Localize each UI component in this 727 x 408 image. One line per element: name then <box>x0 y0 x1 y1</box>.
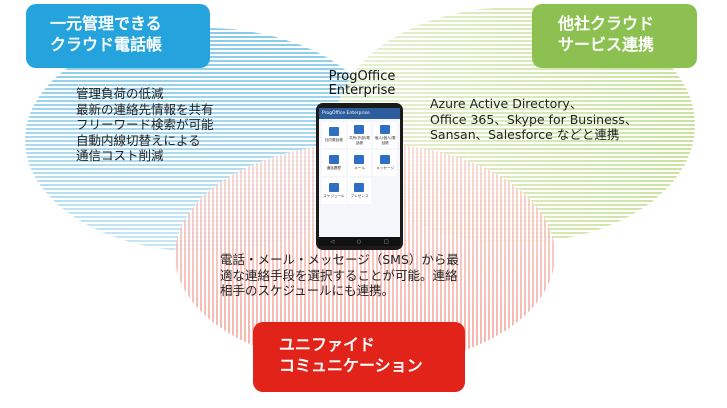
badge-line: コミュニケーション <box>279 356 423 375</box>
app-menu-tile-icon <box>380 125 391 134</box>
text-line: 相手のスケジュールにも連携。 <box>220 283 395 298</box>
badge-line: 他社クラウド <box>558 14 655 33</box>
badge-cloud-phonebook: 一元管理できる クラウド電話帳 <box>26 4 210 68</box>
badge-line: クラウド電話帳 <box>50 35 163 54</box>
right-feature-text: Azure Active Directory、 Office 365、Skype… <box>430 96 637 143</box>
recent-icon: □ <box>383 238 389 245</box>
badge-unified-communication: ユニファイド コミュニケーション <box>253 322 465 392</box>
app-menu-tile[interactable]: 個人(個人)電話帳 <box>373 122 397 148</box>
text-line: フリーワード検索が可能 <box>76 117 214 132</box>
text-line: 通信コスト削減 <box>76 148 164 163</box>
left-feature-text: 管理負荷の低減 最新の連絡先情報を共有 フリーワード検索が可能 自動内線切替えに… <box>76 86 214 164</box>
app-menu-tile[interactable]: 通話履歴 <box>322 150 346 176</box>
badge-line: 一元管理できる <box>50 14 162 33</box>
badge-line: サービス連携 <box>558 35 655 54</box>
back-icon: ◁ <box>330 238 335 245</box>
app-menu-tile-icon <box>328 155 339 165</box>
app-menu-tile-label: 通話履歴 <box>326 166 342 171</box>
app-menu-tile-label: メッセージ <box>376 166 395 171</box>
badge-line: ユニファイド <box>279 335 376 354</box>
text-line: Azure Active Directory、 <box>430 96 583 111</box>
app-menu-tile-label: プレゼンス <box>350 194 369 199</box>
app-menu-tile[interactable]: 共有(外部)電話帳 <box>347 122 372 148</box>
home-icon: ○ <box>356 238 362 245</box>
phone-nav-bar: ◁ ○ □ <box>319 237 400 246</box>
app-menu-tile[interactable]: メール <box>347 150 372 176</box>
text-line: 管理負荷の低減 <box>76 86 164 101</box>
app-menu-tile-icon <box>354 125 365 134</box>
text-line: 自動内線切替えによる <box>76 132 201 148</box>
text-line: Office 365、Skype for Business、 <box>430 111 638 127</box>
product-title: ProgOffice Enterprise <box>308 70 416 98</box>
app-menu-tile-label: メール <box>354 166 365 171</box>
app-menu-tile-icon <box>328 127 339 137</box>
circle-bottom <box>175 143 555 367</box>
app-menu-grid: 社内電話帳 共有(外部)電話帳個人(個人)電話帳通話履歴 メール メッセージスケジュー… <box>319 119 400 204</box>
app-menu-tile-label: 社内電話帳 <box>324 138 343 143</box>
app-menu-tile[interactable]: プレゼンス <box>347 178 372 204</box>
app-menu-tile-label: スケジュール <box>323 194 345 199</box>
app-menu-tile[interactable]: 社内電話帳 <box>322 122 346 148</box>
app-menu-tile-label: 共有(外部)電話帳 <box>349 136 370 145</box>
product-title-line: ProgOffice <box>328 69 396 84</box>
text-line: 最新の連絡先情報を共有 <box>76 101 214 117</box>
app-menu-tile-icon <box>354 155 365 165</box>
app-menu-tile-label: 個人(個人)電話帳 <box>374 136 396 145</box>
app-title-bar: ProgOffice Enterprise <box>319 108 400 119</box>
phone-screen: ProgOffice Enterprise 社内電話帳 共有(外部)電話帳個人(個… <box>319 108 400 246</box>
app-menu-tile[interactable]: スケジュール <box>322 178 346 204</box>
badge-cloud-service-integration: 他社クラウド サービス連携 <box>532 4 697 68</box>
text-line: Sansan、Salesforce などと連携 <box>430 127 620 142</box>
product-title-line: Enterprise <box>328 83 396 98</box>
smartphone-mockup: ProgOffice Enterprise 社内電話帳 共有(外部)電話帳個人(個… <box>316 103 403 250</box>
app-menu-tile-icon <box>380 155 391 165</box>
app-menu-tile-icon <box>328 183 339 193</box>
text-line: 電話・メール・メッセージ（SMS）から最 <box>220 252 459 267</box>
text-line: 適な連絡手段を選択することが可能。連絡 <box>220 267 458 283</box>
app-menu-tile-icon <box>354 183 365 193</box>
app-menu-tile[interactable]: メッセージ <box>373 150 397 176</box>
bottom-feature-text: 電話・メール・メッセージ（SMS）から最 適な連絡手段を選択することが可能。連絡… <box>220 252 459 299</box>
